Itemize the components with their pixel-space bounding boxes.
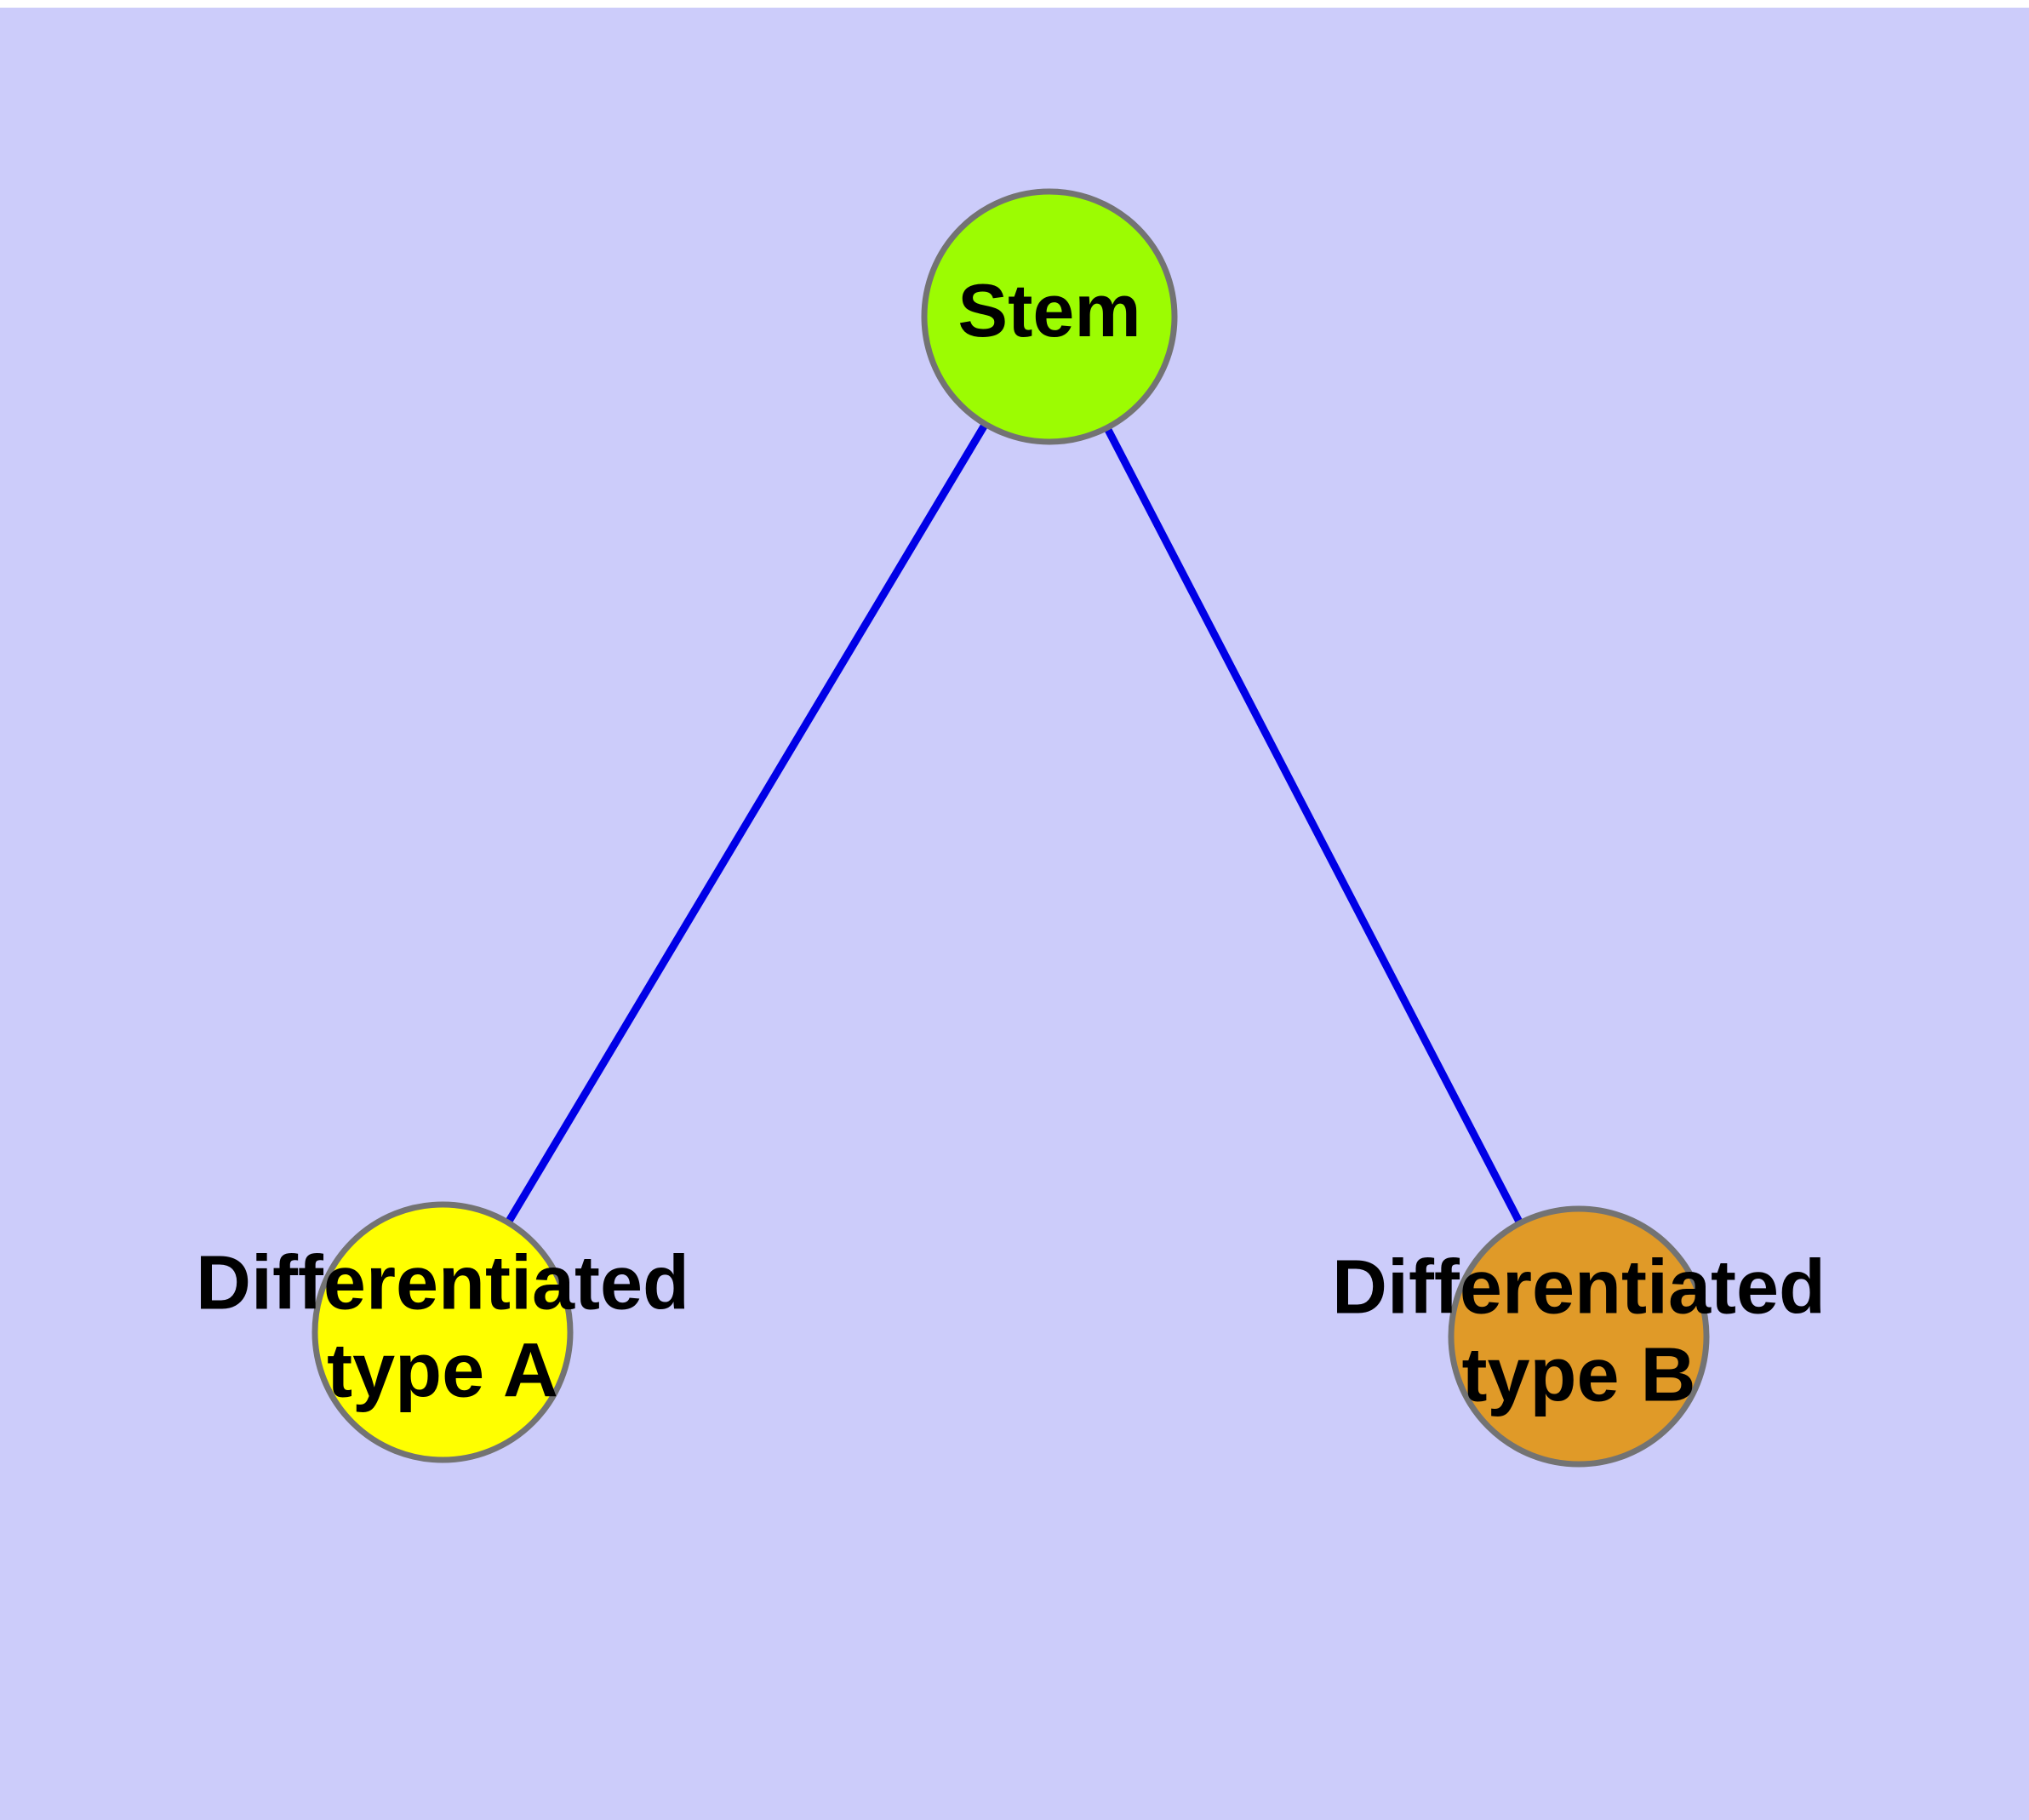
node-label-stem: Stem bbox=[957, 268, 1140, 352]
node-label-line: Differentiated bbox=[1332, 1245, 1826, 1330]
node-circle-diff_a[interactable] bbox=[311, 1201, 574, 1463]
edge-stem-to-diff_a[interactable] bbox=[504, 421, 990, 1227]
node-circle-diff_b[interactable] bbox=[1448, 1205, 1710, 1468]
node-circle-stem[interactable] bbox=[921, 188, 1178, 445]
node-label-line: type A bbox=[327, 1328, 558, 1413]
node-label-line: type B bbox=[1461, 1332, 1695, 1417]
node-label-line: Stem bbox=[957, 268, 1140, 352]
edge-layer bbox=[504, 421, 1524, 1227]
node-stem[interactable]: Stem bbox=[921, 188, 1178, 445]
node-label-line: Differentiated bbox=[196, 1240, 689, 1325]
edge-stem-to-diff_b[interactable] bbox=[1102, 424, 1524, 1227]
